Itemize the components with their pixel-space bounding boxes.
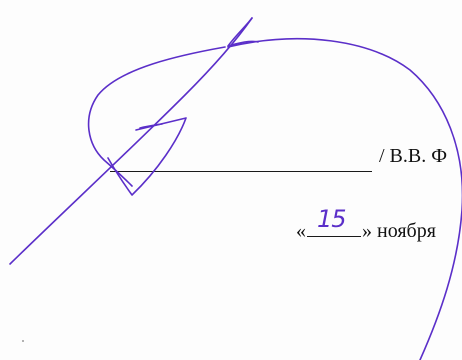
paper-speck (22, 340, 24, 342)
signature-diagonal-stroke (9, 17, 253, 265)
date-day-blank: 15 (307, 205, 361, 237)
date-row: « 15 » ноября (296, 205, 436, 243)
signature-top-loop (227, 17, 259, 47)
signature-triangle (107, 117, 187, 196)
signature-line (110, 171, 372, 172)
date-open-quote: « (296, 220, 306, 242)
date-month: » ноября (362, 220, 436, 242)
signature-inner-tick (139, 123, 163, 129)
signature-oval-loop (87, 46, 226, 187)
signatory-name: / В.В. Ф (379, 145, 448, 167)
signature-right-arc (227, 37, 462, 360)
date-day-handwritten: 15 (317, 205, 347, 233)
